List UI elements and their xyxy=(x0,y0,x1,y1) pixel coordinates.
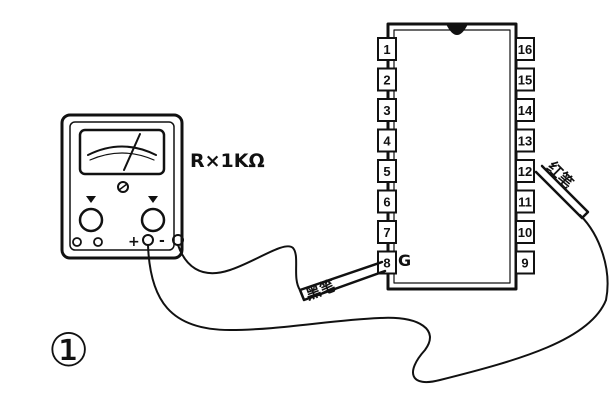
socket-small-2 xyxy=(93,237,103,247)
zero-adjust-screw-icon[interactable] xyxy=(117,181,129,193)
pin-9[interactable]: 9 xyxy=(515,250,535,275)
pin-box xyxy=(515,250,535,275)
meter-needle xyxy=(123,133,141,171)
red-probe-handle xyxy=(534,164,590,220)
knob-marker-right-icon xyxy=(148,196,158,203)
pin-7[interactable]: 7 xyxy=(377,220,397,244)
pin-box xyxy=(377,67,397,92)
chip-inner-outline xyxy=(393,29,511,284)
screw-slot xyxy=(118,183,128,191)
pin-number: 8 xyxy=(383,256,390,271)
plus-terminal[interactable] xyxy=(142,234,154,246)
pin-number: 3 xyxy=(383,103,390,118)
black-probe-handle xyxy=(298,260,387,302)
pin-number: 11 xyxy=(518,195,532,210)
chip-body xyxy=(386,22,518,291)
figure-label: ① xyxy=(48,323,89,377)
socket-small-1 xyxy=(72,237,82,247)
pin-13[interactable]: 13 xyxy=(515,128,535,153)
black-probe: 黑笔 xyxy=(177,244,387,304)
pin-box xyxy=(377,159,397,183)
pin-box xyxy=(515,220,535,244)
pin-number: 12 xyxy=(518,164,532,179)
plus-terminal-label: + xyxy=(128,234,140,250)
pin-12[interactable]: 12 xyxy=(515,159,535,183)
chip-notch-icon xyxy=(446,24,468,35)
ground-label: G xyxy=(398,251,411,270)
pin-5[interactable]: 5 xyxy=(377,159,397,183)
left-knob[interactable] xyxy=(78,207,104,233)
pin-box xyxy=(515,67,535,92)
pin-4[interactable]: 4 xyxy=(377,128,397,153)
left-pin-column: 1 2 3 4 5 6 7 8 xyxy=(377,37,397,275)
pin-box xyxy=(515,98,535,122)
pin-number: 13 xyxy=(518,134,532,149)
meter-scale-arc-inner xyxy=(89,152,155,161)
meter-scale-arc xyxy=(87,145,157,156)
pin-number: 7 xyxy=(383,225,390,240)
pin-11[interactable]: 11 xyxy=(515,189,535,214)
pin-15[interactable]: 15 xyxy=(515,67,535,92)
pin-number: 2 xyxy=(383,73,390,88)
pin-number: 14 xyxy=(518,103,533,118)
pin-number: 1 xyxy=(383,42,390,57)
pin-6[interactable]: 6 xyxy=(377,189,397,214)
pin-box xyxy=(515,189,535,214)
range-label: R×1KΩ xyxy=(190,150,265,172)
red-probe-label: 红笔 xyxy=(543,158,577,192)
pin-box xyxy=(377,189,397,214)
pin-number: 15 xyxy=(518,73,532,88)
pin-16[interactable]: 16 xyxy=(515,37,535,61)
pin-8[interactable]: 8 xyxy=(377,250,397,275)
pin-number: 5 xyxy=(383,164,390,179)
pin-1[interactable]: 1 xyxy=(377,37,397,61)
range-selector-knob[interactable] xyxy=(140,207,166,233)
black-probe-label: 黑笔 xyxy=(303,277,337,304)
pin-box xyxy=(377,128,397,153)
minus-terminal-label: - xyxy=(159,233,165,249)
red-probe-wire xyxy=(147,214,609,383)
pin-number: 4 xyxy=(383,134,391,149)
multimeter: + - xyxy=(60,113,184,260)
pin-number: 10 xyxy=(518,225,532,240)
pin-14[interactable]: 14 xyxy=(515,98,535,122)
pin-number: 9 xyxy=(521,256,528,271)
black-probe-wire xyxy=(177,244,301,291)
pin-number: 6 xyxy=(383,195,390,210)
pin-box xyxy=(377,220,397,244)
pin-box xyxy=(377,98,397,122)
pin-box xyxy=(377,37,397,61)
right-pin-column: 16 15 14 13 12 11 10 9 xyxy=(515,37,535,275)
pin-2[interactable]: 2 xyxy=(377,67,397,92)
pin-number: 16 xyxy=(518,42,532,57)
pin-box xyxy=(515,128,535,153)
meter-inner-frame xyxy=(69,121,175,251)
pin-10[interactable]: 10 xyxy=(515,220,535,244)
pin-box xyxy=(515,159,535,183)
meter-dial-window xyxy=(78,128,166,176)
meter-body xyxy=(60,113,184,260)
knob-marker-left-icon xyxy=(86,196,96,203)
pin-box xyxy=(515,37,535,61)
pin-3[interactable]: 3 xyxy=(377,98,397,122)
